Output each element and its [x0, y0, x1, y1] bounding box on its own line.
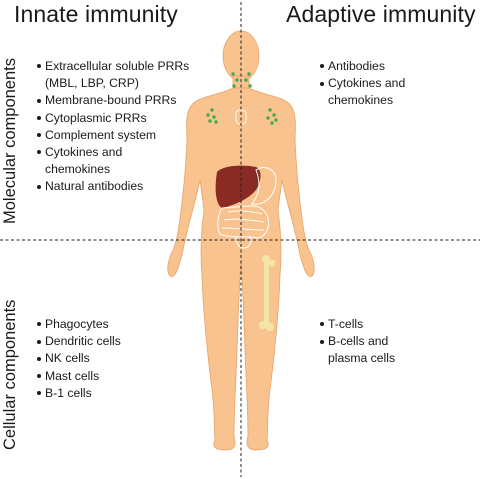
list-item-text: Membrane-bound PRRs	[45, 93, 177, 108]
list-item: Natural antibodies	[37, 178, 237, 195]
list-item: Mast cells	[37, 368, 187, 385]
lymph-nodes	[206, 72, 278, 125]
list-item-text: Natural antibodies	[45, 179, 144, 194]
list-item: Cytokines and chemokines	[320, 75, 470, 109]
intestine-outline	[217, 205, 269, 249]
list-item: Membrane-bound PRRs	[37, 92, 237, 109]
cellular-components-label: Cellular components	[1, 299, 19, 450]
list-item-text: Phagocytes	[45, 317, 109, 331]
list-item-text: Complement system	[45, 127, 157, 142]
innate-molecular-list: Extracellular soluble PRRs (MBL, LBP, CR…	[37, 58, 237, 196]
list-item: Complement system	[37, 127, 237, 144]
list-item: Antibodies	[320, 58, 470, 75]
list-item: T-cells	[320, 316, 470, 333]
list-item: NK cells	[37, 350, 187, 367]
molecular-components-label: Molecular components	[1, 58, 19, 224]
list-item-text: T-cells	[328, 317, 364, 331]
list-item-text: Dendritic cells	[45, 334, 121, 349]
list-item: B-cells and plasma cells	[320, 333, 470, 367]
list-item-text: Antibodies	[328, 59, 385, 73]
organs	[215, 109, 277, 249]
liver-shape	[215, 165, 261, 208]
list-item: Phagocytes	[37, 316, 187, 333]
femur-bone	[259, 255, 276, 331]
adaptive-immunity-title: Adaptive immunity	[286, 1, 476, 27]
list-item-text: Cytokines and chemokines	[328, 76, 406, 108]
list-item-text: NK cells	[45, 351, 90, 366]
list-item: Extracellular soluble PRRs (MBL, LBP, CR…	[37, 58, 237, 92]
list-item-text: Cytoplasmic PRRs	[45, 110, 147, 125]
list-item: Cytoplasmic PRRs	[37, 110, 237, 127]
stomach-outline	[251, 167, 277, 205]
list-item-text: Extracellular soluble PRRs (MBL, LBP, CR…	[45, 59, 190, 91]
list-item-text: Mast cells	[45, 368, 100, 383]
list-item: B-1 cells	[37, 385, 187, 402]
list-item-text: B-1 cells	[45, 385, 92, 400]
list-item: Cytokines and chemokines	[37, 144, 237, 178]
list-item: Dendritic cells	[37, 333, 187, 350]
body-silhouette	[167, 30, 315, 451]
innate-immunity-title: Innate immunity	[14, 1, 178, 27]
list-item-text: B-cells and plasma cells	[328, 334, 396, 366]
list-item-text: Cytokines and chemokines	[45, 145, 123, 177]
